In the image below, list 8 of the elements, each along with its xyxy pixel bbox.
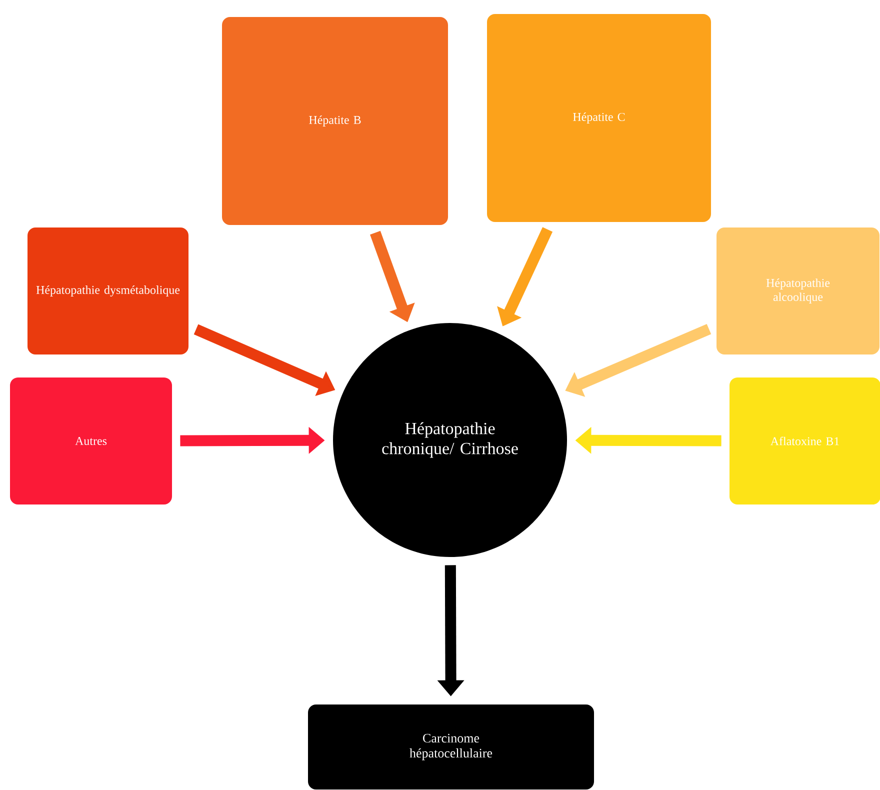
process-box: Aflatoxine B1 <box>730 378 880 504</box>
process-box: Hépatopathie alcoolique <box>716 228 880 354</box>
process-box: Hépatopathie dysmétabolique <box>28 228 188 354</box>
process-box: Hépatite B <box>222 17 448 225</box>
process-box: Carcinome hépatocellulaire <box>308 704 594 790</box>
process-box: Hépatite C <box>487 14 711 222</box>
process-box: Autres <box>10 378 172 504</box>
circle-node: Hépatopathie chronique/ Cirrhose <box>333 323 567 557</box>
